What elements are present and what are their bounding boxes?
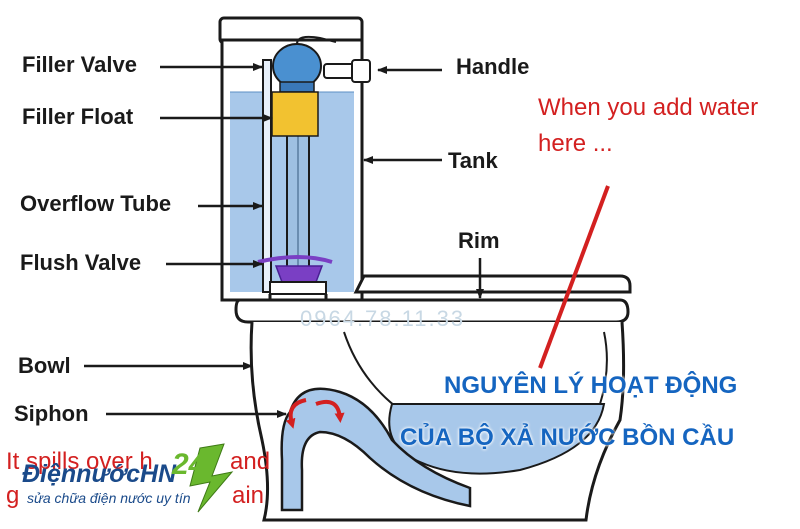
- filler-valve: [272, 35, 337, 276]
- pointer-arrows: [84, 63, 484, 418]
- label-overflow-tube: Overflow Tube: [20, 191, 172, 216]
- seat: [234, 274, 632, 333]
- overflow-tube: [262, 59, 272, 293]
- title-line-1: NGUYÊN LÝ HOẠT ĐỘNG: [444, 372, 738, 399]
- logo-lightning-icon: [189, 443, 234, 513]
- bottom-note-line-2: g: [6, 482, 20, 509]
- logo-brand: ĐiệnnướcHN: [22, 460, 177, 488]
- label-filler-float: Filler Float: [22, 104, 134, 129]
- filler-float: [271, 91, 319, 137]
- bottom-note-line-2-end: ain: [232, 482, 265, 509]
- bottom-note-line-1: It spills over h: [6, 448, 153, 475]
- bowl-body: [249, 321, 626, 522]
- flush-valve: [257, 255, 333, 295]
- annotation-arrow: [538, 185, 610, 369]
- phone-watermark: 0964.78.11.33: [300, 306, 466, 331]
- label-rim: Rim: [458, 228, 500, 253]
- bottom-note-line-1-end: and: [230, 448, 271, 475]
- label-flush-valve: Flush Valve: [20, 250, 142, 275]
- label-bowl: Bowl: [18, 353, 71, 378]
- siphon: [280, 387, 472, 512]
- label-handle: Handle: [456, 54, 530, 79]
- handle: [323, 59, 371, 83]
- label-siphon: Siphon: [14, 401, 89, 426]
- label-tank: Tank: [448, 148, 498, 173]
- annotation-line-2: here ...: [538, 130, 613, 157]
- logo-number: 24: [172, 448, 206, 481]
- label-filler-valve: Filler Valve: [22, 52, 137, 77]
- annotation-line-1: When you add water: [538, 94, 759, 121]
- title-line-2: CỦA BỘ XẢ NƯỚC BỒN CẦU: [400, 424, 735, 451]
- logo-tagline: sửa chữa điện nước uy tín: [24, 490, 194, 506]
